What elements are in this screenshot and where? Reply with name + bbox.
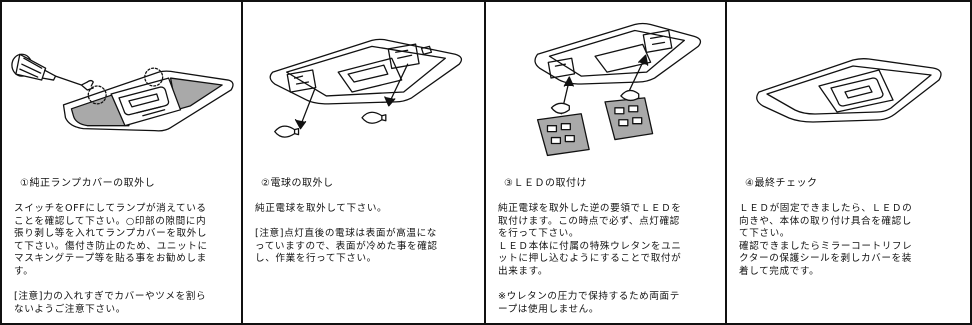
step-text-line: ープは使用しません。 — [498, 303, 600, 315]
step-text-line: っていますので、表面が冷めた事を確認 — [255, 240, 438, 252]
step-4-title: ④最終チェック — [745, 178, 818, 189]
step-text-line: す。 — [14, 265, 34, 277]
step-text-line: て下さい。 — [739, 228, 790, 240]
step-text-line: 張り剥し等を入れてランプカバーを取外し — [14, 228, 208, 240]
step-text-line: を行って下さい。 — [498, 228, 580, 240]
step-text-line: 確認できましたらミラーコートリフレ — [739, 240, 913, 252]
step-text-line: ＬＥＤ本体に付属の特殊ウレタンをユニ — [498, 240, 682, 252]
step-text-line: し、作業を行って下さい。 — [255, 253, 377, 265]
step-3-title: ③ＬＥＤの取付け — [504, 178, 587, 189]
step-text-line: ※ウレタンの圧力で保持するため両面テ — [498, 291, 680, 303]
step-text-line: マスキングテープ等を貼る事をお勧めしま — [14, 253, 207, 265]
step-text-line: [注意]点灯直後の電球は表面が高温にな — [255, 228, 437, 240]
step-text-gap — [14, 279, 233, 292]
step-4-body: ＬＥＤが固定できましたら、ＬＥＤの 向きや、本体の取り付け具合を確認し て下さい… — [739, 203, 962, 279]
step-text-line: 純正電球を取外した逆の要領でＬＥＤを — [498, 203, 682, 214]
step-text-line: [注意]力の入れすぎでカバーやツメを割ら — [14, 291, 207, 303]
step-2-title: ②電球の取外し — [261, 178, 334, 189]
screwdriver-removing-lamp-cover-icon — [2, 2, 241, 172]
step-text-line: スイッチをOFFにしてランプが消えている — [14, 203, 207, 214]
bulb-removal-icon — [243, 2, 484, 172]
step-1-title: ①純正ランプカバーの取外し — [20, 178, 156, 189]
step-text-gap — [498, 279, 717, 292]
step-text-line: ことを確認して下さい。○印部の隙間に内 — [14, 215, 207, 227]
step-2-body: 純正電球を取外して下さい。 [注意]点灯直後の電球は表面が高温にな っていますの… — [255, 203, 476, 266]
step-text-line: 取付けます。この時点で必ず、点灯確認 — [498, 215, 680, 227]
step-2-panel: ②電球の取外し 純正電球を取外して下さい。 [注意]点灯直後の電球は表面が高温に… — [243, 2, 486, 323]
step-text-line: 着して完成です。 — [739, 265, 820, 277]
step-text-line: 向きや、本体の取り付け具合を確認し — [739, 215, 913, 227]
step-text-line: ないようご注意下さい。 — [14, 303, 126, 315]
step-text-line: ットに押し込むようにすることで取付が — [498, 253, 682, 265]
step-text-line: クターの保護シールを剥しカバーを装 — [739, 253, 912, 265]
step-3-body: 純正電球を取外した逆の要領でＬＥＤを 取付けます。この時点で必ず、点灯確認 を行… — [498, 203, 717, 316]
lamp-cover-reinstalled-icon — [727, 2, 970, 172]
step-text-line: 出来ます。 — [498, 265, 549, 277]
led-board-install-icon — [486, 2, 725, 172]
step-text-line: 純正電球を取外して下さい。 — [255, 203, 388, 214]
step-text-line: て下さい。傷付き防止のため、ユニットに — [14, 240, 208, 252]
step-1-body: スイッチをOFFにしてランプが消えている ことを確認して下さい。○印部の隙間に内… — [14, 203, 233, 316]
step-3-panel: ③ＬＥＤの取付け 純正電球を取外した逆の要領でＬＥＤを 取付けます。この時点で必… — [486, 2, 727, 323]
step-1-panel: ①純正ランプカバーの取外し スイッチをOFFにしてランプが消えている ことを確認… — [2, 2, 243, 323]
step-text-line: ＬＥＤが固定できましたら、ＬＥＤの — [739, 203, 913, 214]
step-4-panel: ④最終チェック ＬＥＤが固定できましたら、ＬＥＤの 向きや、本体の取り付け具合を… — [727, 2, 970, 323]
step-text-gap — [255, 216, 476, 229]
